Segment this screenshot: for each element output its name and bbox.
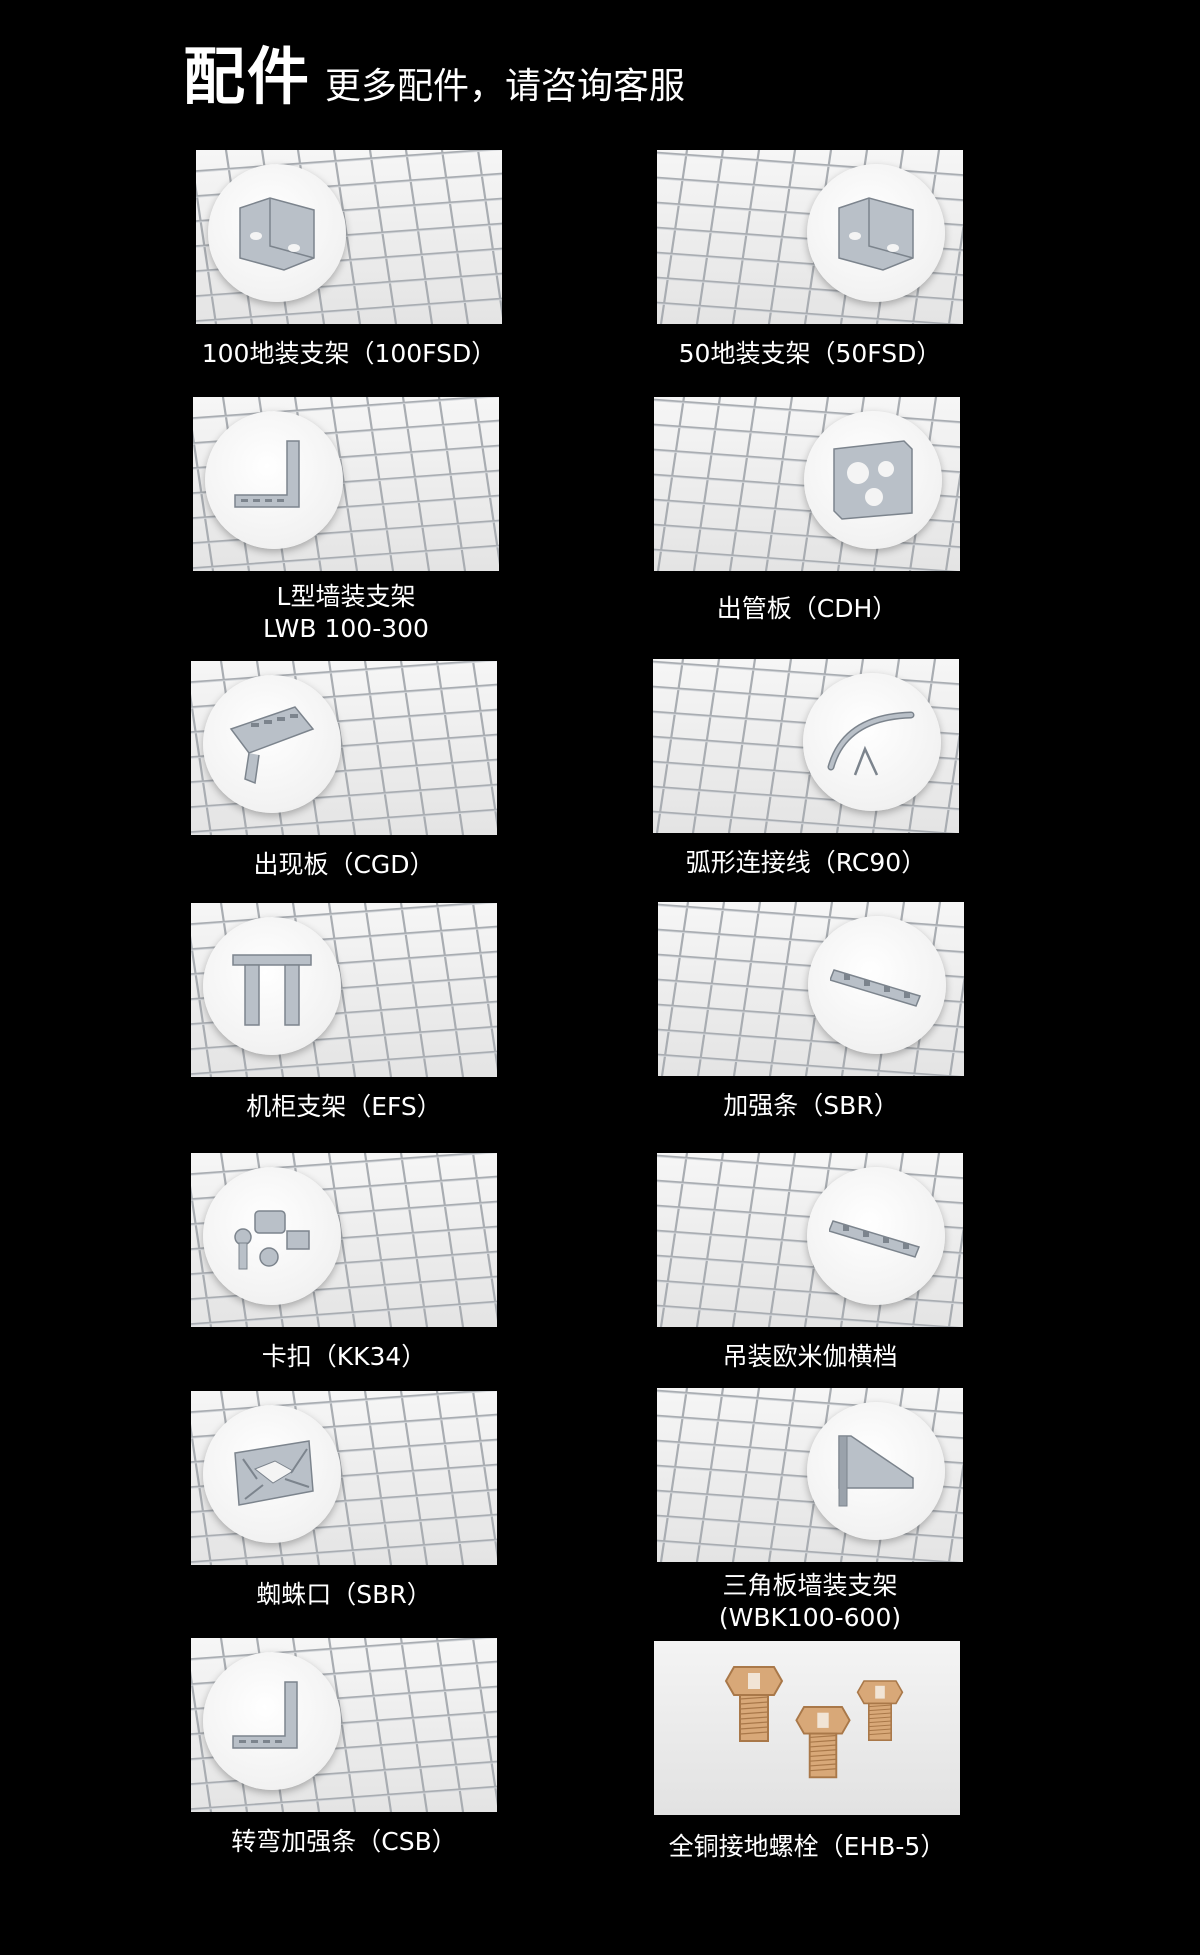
page-title: 配件 (183, 40, 312, 113)
product-photo (658, 902, 964, 1076)
product-card[interactable]: 卡扣（KK34） (191, 1153, 497, 1373)
product-photo (191, 1153, 497, 1327)
product-photo (196, 150, 502, 324)
product-name-line: 出管板（CDH） (716, 594, 898, 623)
detail-bubble (205, 411, 343, 549)
product-name: 弧形连接线（RC90） (653, 847, 959, 879)
product-card[interactable]: 出管板（CDH） (654, 397, 960, 625)
product-name: 机柜支架（EFS） (191, 1091, 497, 1123)
floor-bracket-icon (838, 197, 914, 271)
product-name: 转弯加强条（CSB） (191, 1826, 497, 1858)
copper-bolt-icon (724, 1666, 904, 1779)
floor-bracket-icon (239, 197, 315, 271)
product-card[interactable]: 加强条（SBR） (658, 902, 964, 1122)
product-name-line-2: (WBK100-600) (718, 1603, 902, 1632)
product-card[interactable]: 出现板（CGD） (191, 661, 497, 881)
l-bracket-icon (234, 440, 300, 508)
product-name: L型墙装支架 LWB 100-300 (193, 581, 499, 645)
pipe-plate-icon (833, 440, 913, 520)
product-photo (657, 1153, 963, 1327)
product-name: 出现板（CGD） (191, 849, 497, 881)
product-name-line: 全铜接地螺栓（EHB-5） (668, 1832, 946, 1861)
triangle-bracket-icon (838, 1435, 914, 1507)
exit-plate-icon (229, 706, 315, 785)
product-card[interactable]: 弧形连接线（RC90） (653, 659, 959, 879)
product-photo (657, 150, 963, 324)
wire-tray-illustration (654, 397, 960, 571)
product-name: 蜘蛛口（SBR） (191, 1579, 497, 1611)
omega-rung-icon (829, 1220, 921, 1258)
product-name-line: 弧形连接线（RC90） (685, 848, 927, 877)
product-card[interactable]: 转弯加强条（CSB） (191, 1638, 497, 1858)
product-photo (657, 1388, 963, 1562)
product-name: 全铜接地螺栓（EHB-5） (654, 1831, 960, 1863)
clip-icon (234, 1210, 310, 1270)
product-name-line: 100地装支架（100FSD） (201, 339, 497, 368)
page-header: 配件 更多配件，请咨询客服 (183, 28, 685, 108)
product-name-line: 蜘蛛口（SBR） (256, 1580, 432, 1609)
product-name-line: 转弯加强条（CSB） (231, 1827, 457, 1856)
product-name-line: 吊装欧米伽横档 (722, 1342, 898, 1371)
product-photo (654, 1641, 960, 1815)
product-photo (191, 661, 497, 835)
product-name: 出管板（CDH） (654, 593, 960, 625)
product-name-line: 机柜支架（EFS） (246, 1092, 442, 1121)
detail-bubble (803, 673, 941, 811)
product-name: 100地装支架（100FSD） (196, 338, 502, 370)
product-name: 吊装欧米伽横档 (657, 1341, 963, 1373)
product-card[interactable]: 吊装欧米伽横档 (657, 1153, 963, 1373)
product-card[interactable]: 全铜接地螺栓（EHB-5） (654, 1641, 960, 1863)
detail-bubble (203, 1652, 341, 1790)
product-name-line: 出现板（CGD） (253, 850, 435, 879)
product-name: 加强条（SBR） (658, 1090, 964, 1122)
product-name-line: 加强条（SBR） (723, 1091, 899, 1120)
product-name-line: 卡扣（KK34） (261, 1342, 427, 1371)
product-name: 50地装支架（50FSD） (657, 338, 963, 370)
product-name: 卡扣（KK34） (191, 1341, 497, 1373)
product-name-line: 三角板墙装支架 (722, 1571, 898, 1600)
curved-connector-icon (827, 711, 915, 776)
product-card[interactable]: 蜘蛛口（SBR） (191, 1391, 497, 1611)
product-photo (191, 1391, 497, 1565)
cabinet-bracket-icon (232, 954, 312, 1026)
product-name-line-2: LWB 100-300 (263, 614, 429, 643)
product-photo (654, 397, 960, 571)
reinforcing-strip-icon (830, 969, 922, 1007)
product-photo (191, 903, 497, 1077)
product-card[interactable]: 100地装支架（100FSD） (196, 150, 502, 370)
product-name: 三角板墙装支架 (WBK100-600) (657, 1570, 963, 1634)
product-name-line: 50地装支架（50FSD） (678, 339, 942, 368)
spider-joint-icon (234, 1440, 314, 1506)
product-card[interactable]: 50地装支架（50FSD） (657, 150, 963, 370)
product-card[interactable]: 三角板墙装支架 (WBK100-600) (657, 1388, 963, 1634)
page-subtitle: 更多配件，请咨询客服 (325, 66, 686, 107)
corner-strip-icon (232, 1681, 298, 1749)
product-card[interactable]: L型墙装支架 LWB 100-300 (193, 397, 499, 645)
detail-bubble (203, 917, 341, 1055)
product-card[interactable]: 机柜支架（EFS） (191, 903, 497, 1123)
product-name-line: L型墙装支架 (276, 582, 416, 611)
product-photo (193, 397, 499, 571)
detail-bubble (203, 1167, 341, 1305)
product-photo (191, 1638, 497, 1812)
product-photo (653, 659, 959, 833)
